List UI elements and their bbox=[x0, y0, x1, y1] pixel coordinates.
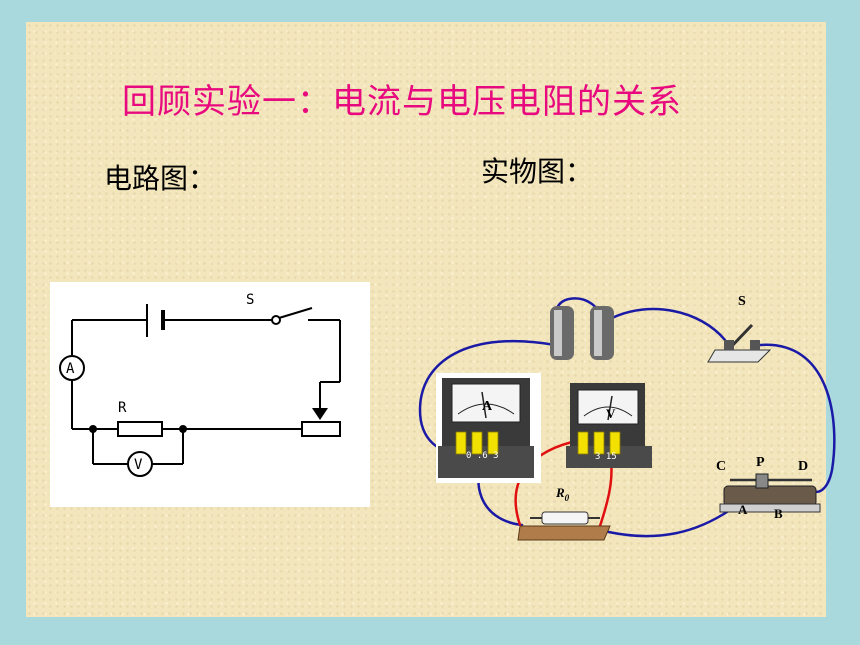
svg-text:R0: R0 bbox=[555, 485, 570, 503]
switch-blade bbox=[278, 307, 313, 319]
voltmeter-label-physical: V bbox=[606, 406, 616, 421]
voltmeter-label: V bbox=[134, 457, 143, 473]
switch-pivot bbox=[271, 315, 281, 325]
circuit-diagram-label: 电路图： bbox=[104, 162, 217, 195]
slide-title: 回顾实验一：电流与电压电阻的关系 bbox=[122, 82, 682, 122]
ammeter-label: A bbox=[66, 361, 75, 377]
ammeter-symbol bbox=[59, 355, 85, 381]
circuit-schematic: A V R S bbox=[50, 282, 370, 507]
rheostat-slider-arrow bbox=[312, 408, 328, 420]
wire-battery-switch bbox=[610, 307, 727, 342]
rheostat-b-label: B bbox=[774, 506, 783, 521]
rheostat-a-label: A bbox=[738, 502, 748, 517]
ammeter-device: A 0 .6 3 bbox=[436, 373, 541, 483]
switch-label-physical: S bbox=[738, 294, 746, 309]
resistor-label: R bbox=[118, 400, 127, 416]
ammeter-label-physical: A bbox=[482, 399, 493, 414]
rheostat-d-label: D bbox=[798, 459, 808, 474]
switch-label: S bbox=[246, 292, 254, 308]
resistor-subscript: 0 bbox=[565, 493, 570, 503]
physical-diagram-label: 实物图： bbox=[481, 155, 594, 188]
fixed-resistor-board: R0 bbox=[517, 485, 611, 541]
voltmeter-device: V 3 15 bbox=[566, 383, 652, 468]
resistor-label-physical: R bbox=[555, 485, 565, 500]
sliding-rheostat: C P D A B bbox=[716, 455, 821, 521]
voltmeter-scale-label: 3 15 bbox=[595, 452, 617, 462]
knife-switch: S bbox=[707, 294, 772, 363]
battery-pack bbox=[550, 306, 614, 360]
wire-switch-rheostat bbox=[758, 343, 836, 494]
rheostat-p-label: P bbox=[756, 455, 765, 470]
ammeter-scale-label: 0 .6 3 bbox=[466, 451, 499, 461]
wire-resistor-rheostat bbox=[598, 508, 732, 538]
slide: 回顾实验一：电流与电压电阻的关系 电路图： 实物图： bbox=[26, 22, 826, 617]
rheostat-c-label: C bbox=[716, 459, 726, 474]
